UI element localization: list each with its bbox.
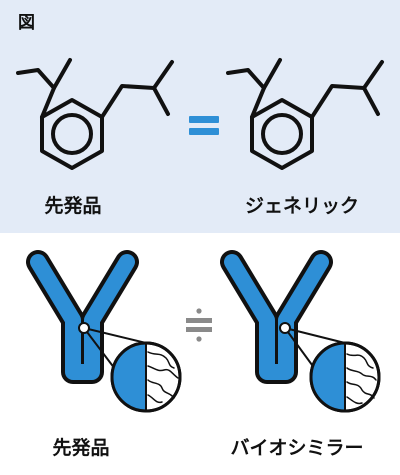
zoom-point-right: [279, 322, 291, 334]
zoom-point-left: [78, 322, 90, 334]
caption-top-right: ジェネリック: [244, 195, 359, 217]
molecule-right: [226, 58, 384, 170]
antibody-right: [220, 250, 381, 413]
approx-equal-sign: [186, 308, 212, 342]
molecule-left: [16, 58, 174, 170]
equals-sign: [189, 116, 219, 135]
caption-bottom-left: 先発品: [52, 437, 110, 459]
caption-bottom-right: バイオシミラー: [230, 437, 364, 459]
figure-label: 図: [18, 13, 35, 33]
caption-top-left: 先発品: [44, 195, 102, 217]
antibody-left: [26, 250, 182, 413]
